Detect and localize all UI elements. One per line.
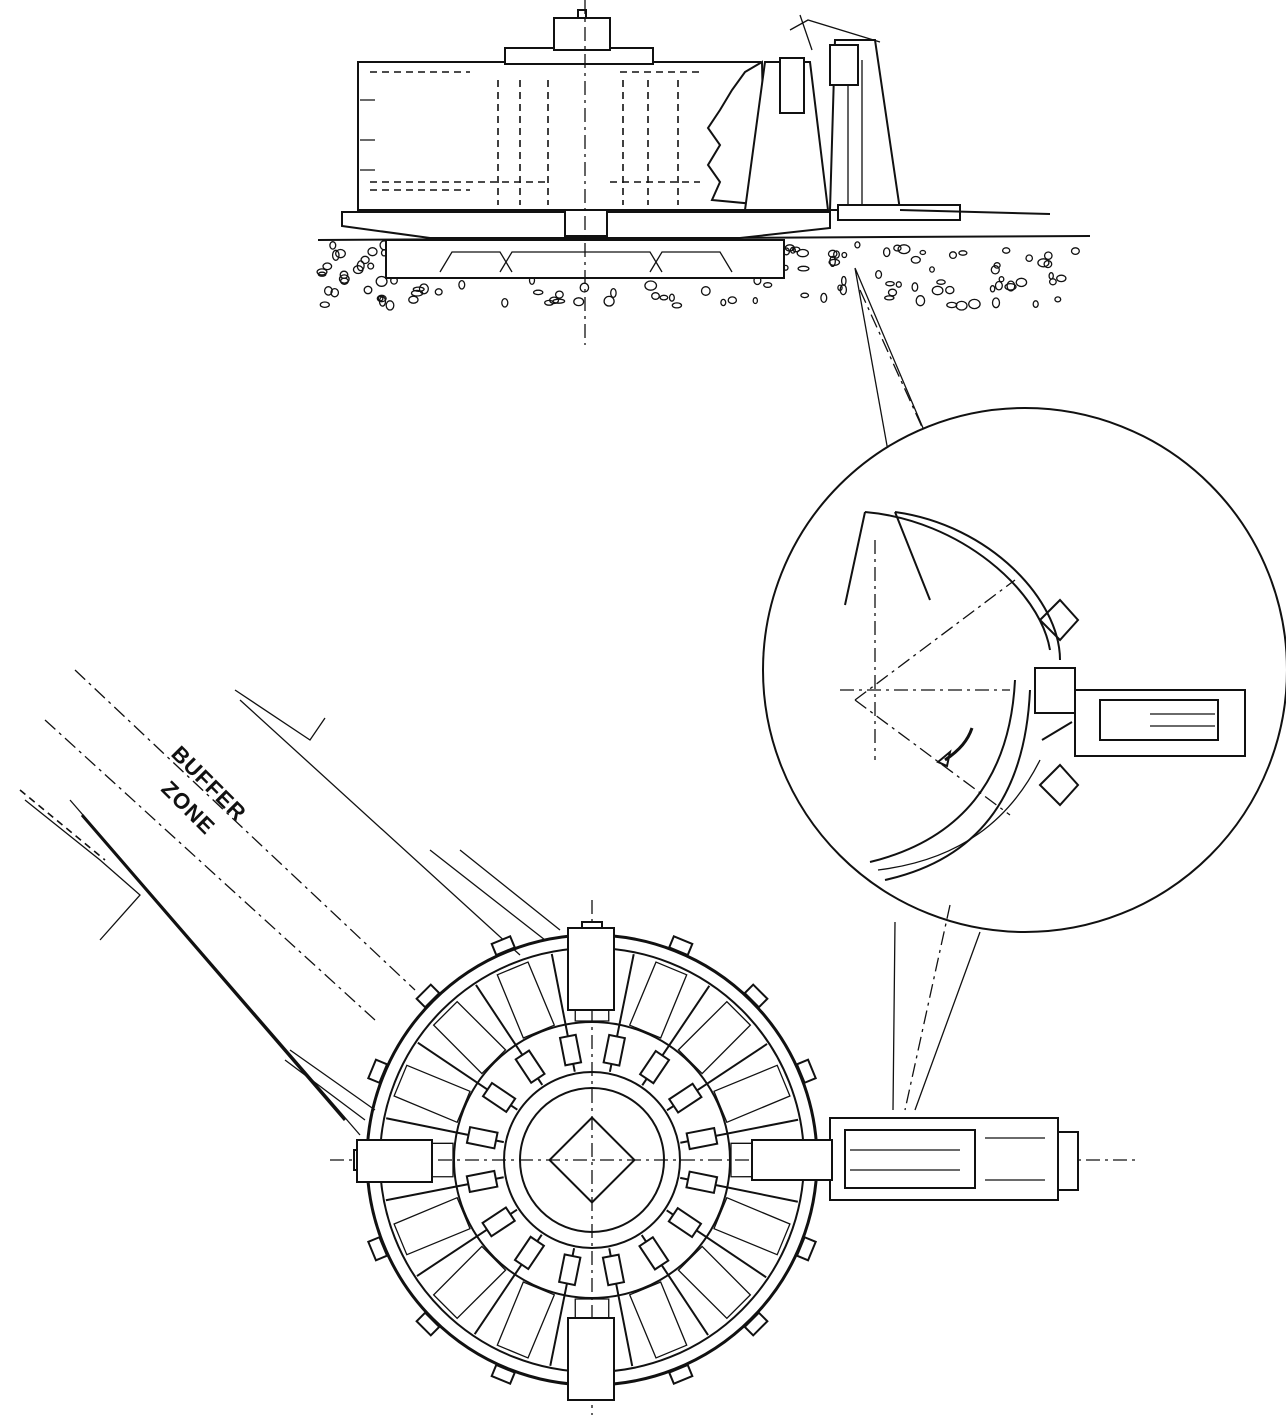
detail-callout xyxy=(762,267,1286,1111)
elevation-view xyxy=(316,0,1091,345)
radial-segments xyxy=(353,921,831,1399)
plan-view xyxy=(330,900,1135,1415)
buffer-zone: BUFFER ZONE xyxy=(19,669,561,1136)
